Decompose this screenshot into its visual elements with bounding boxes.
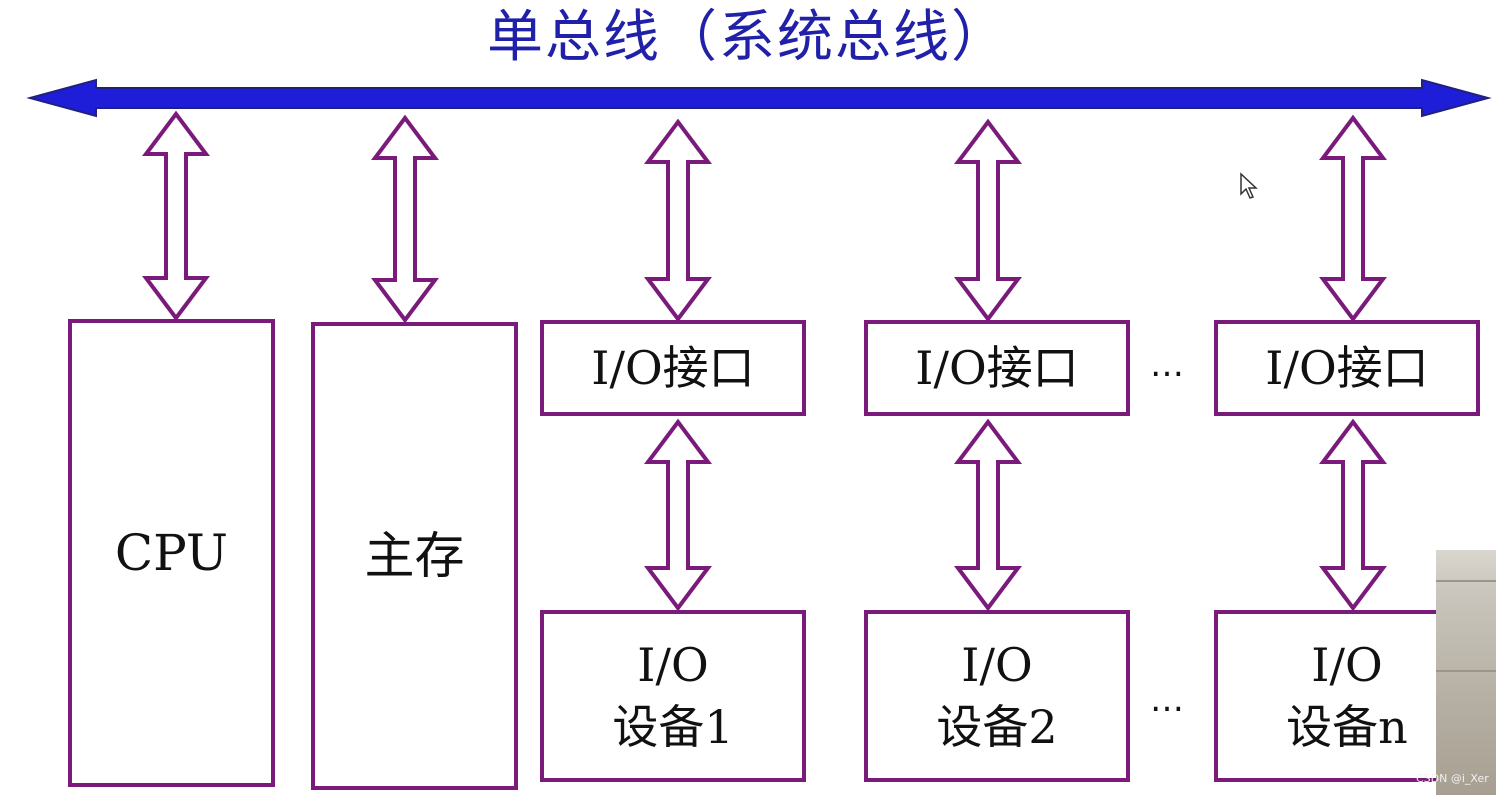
io-device-2-box: I/O 设备2 (864, 610, 1130, 782)
interface-ellipsis: … (1150, 345, 1188, 385)
interface-2-bus-connector-arrow (954, 118, 1022, 323)
interface-n-bus-connector-arrow (1319, 114, 1387, 323)
system-bus-arrow (26, 78, 1492, 118)
main-memory-label: 主存 (364, 527, 465, 585)
io-device-n-line2: 设备n (1286, 700, 1408, 754)
interface-n-device-connector-arrow (1319, 418, 1387, 612)
io-device-2-line2: 设备2 (936, 700, 1058, 754)
mouse-cursor-icon (1240, 172, 1258, 199)
cpu-label: CPU (114, 524, 229, 582)
io-interface-n-label: I/O接口 (1265, 341, 1429, 395)
io-interface-2-label: I/O接口 (915, 341, 1079, 395)
diagram-title: 单总线（系统总线） (487, 5, 1009, 70)
cpu-box: CPU (68, 319, 275, 787)
io-interface-n-box: I/O接口 (1214, 320, 1480, 416)
device-ellipsis: … (1150, 680, 1188, 720)
io-device-1-line2: 设备1 (612, 700, 734, 754)
io-device-n-line1: I/O (1311, 638, 1383, 692)
main-memory-box: 主存 (311, 322, 518, 790)
camera-overlay-image (1436, 550, 1496, 795)
io-interface-1-label: I/O接口 (591, 341, 755, 395)
interface-1-device-connector-arrow (644, 418, 712, 612)
interface-2-device-connector-arrow (954, 418, 1022, 612)
io-device-1-line1: I/O (637, 638, 709, 692)
io-device-2-line1: I/O (961, 638, 1033, 692)
watermark-text: CSDN @i_Xer (1416, 772, 1489, 785)
io-interface-2-box: I/O接口 (864, 320, 1130, 416)
io-device-n-box: I/O 设备n (1214, 610, 1480, 782)
memory-bus-connector-arrow (371, 114, 439, 324)
interface-1-bus-connector-arrow (644, 118, 712, 323)
io-device-1-box: I/O 设备1 (540, 610, 806, 782)
io-interface-1-box: I/O接口 (540, 320, 806, 416)
cpu-bus-connector-arrow (142, 110, 210, 322)
